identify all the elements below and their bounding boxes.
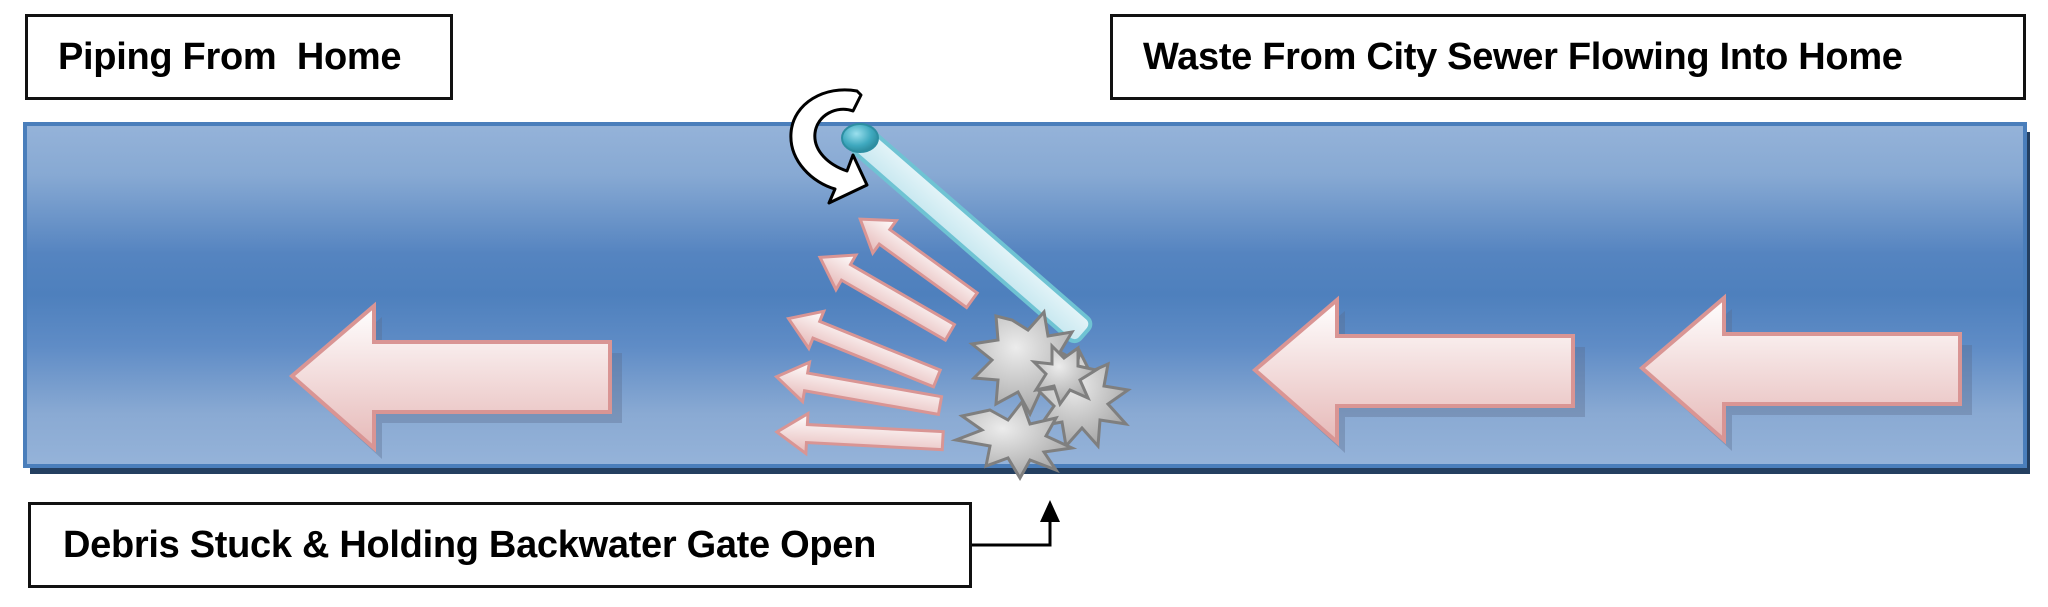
backwater-gate bbox=[841, 123, 1093, 344]
flow-arrow-middle bbox=[1251, 295, 1585, 453]
flow-arrows bbox=[288, 293, 1972, 459]
deflected-arrow bbox=[773, 359, 944, 417]
pointer-arrow-up-icon bbox=[972, 500, 1060, 547]
label-waste-from-sewer-text: Waste From City Sewer Flowing Into Home bbox=[1143, 35, 1903, 78]
label-debris-stuck-text: Debris Stuck & Holding Backwater Gate Op… bbox=[63, 523, 877, 566]
flow-arrow-right bbox=[1638, 293, 1972, 451]
debris-burst-icon bbox=[950, 308, 1132, 481]
deflected-flow-arrows bbox=[773, 217, 980, 457]
label-debris-stuck: Debris Stuck & Holding Backwater Gate Op… bbox=[28, 502, 972, 588]
deflected-arrow bbox=[774, 410, 945, 457]
rotate-counterclockwise-arrow-icon bbox=[789, 88, 869, 205]
label-waste-from-sewer: Waste From City Sewer Flowing Into Home bbox=[1110, 14, 2026, 100]
deflected-arrow bbox=[817, 253, 957, 343]
flow-arrow-left bbox=[288, 301, 622, 459]
deflected-arrow bbox=[786, 309, 943, 389]
debris-piece bbox=[950, 398, 1078, 481]
label-piping-from-home-text: Piping From Home bbox=[58, 35, 402, 78]
debris-piece bbox=[1029, 342, 1100, 408]
gate-hinge-icon bbox=[841, 123, 879, 153]
label-piping-from-home: Piping From Home bbox=[25, 14, 453, 100]
deflected-arrow bbox=[858, 217, 980, 310]
